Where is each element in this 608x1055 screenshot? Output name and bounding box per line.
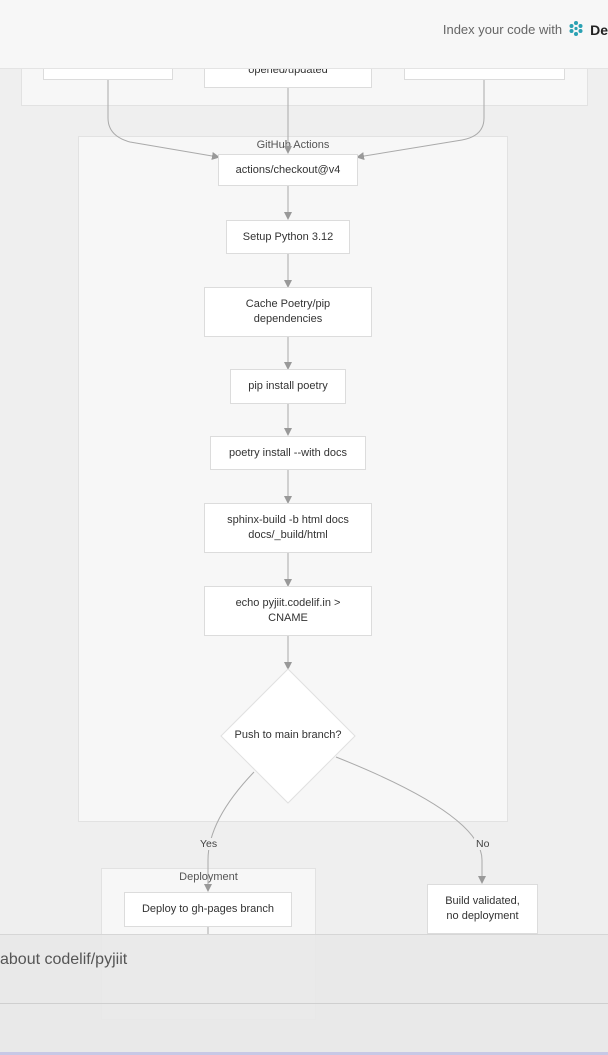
node-deploy-gh-pages-label: Deploy to gh-pages branch xyxy=(141,903,275,915)
node-setup-python: Setup Python 3.12 xyxy=(226,220,350,254)
node-pip-install: pip install poetry xyxy=(230,369,346,404)
node-poetry-install: poetry install --with docs xyxy=(210,436,366,470)
decision-diamond xyxy=(220,668,356,804)
node-setup-python-label: Setup Python 3.12 xyxy=(242,230,334,243)
devin-logo-icon xyxy=(568,20,584,39)
edge-label-no: No xyxy=(474,838,492,850)
ask-input-text[interactable]: about codelif/pyjiit xyxy=(0,951,128,968)
decision-label: Push to main branch? xyxy=(234,729,342,741)
github-actions-cluster-label: GitHub Actions xyxy=(256,139,330,151)
ask-panel[interactable]: about codelif/pyjiit xyxy=(0,934,608,1055)
node-sphinx-build: sphinx-build -b html docs docs/_build/ht… xyxy=(204,503,372,553)
edge-right-to-checkout xyxy=(356,80,485,160)
node-checkout-label: actions/checkout@v4 xyxy=(235,163,341,176)
edge-label-yes: Yes xyxy=(198,838,220,850)
node-poetry-install-label: poetry install --with docs xyxy=(229,446,347,459)
node-cache-deps-line2: dependencies xyxy=(253,313,323,325)
index-code-text: Index your code with xyxy=(442,22,563,37)
node-build-validated-line1: Build validated, xyxy=(445,895,520,907)
node-sphinx-build-line1: sphinx-build -b html docs xyxy=(227,514,349,526)
node-echo-cname-line2: CNAME xyxy=(268,612,308,624)
top-bar: Index your code with De xyxy=(0,0,608,69)
node-echo-cname: echo pyjiit.codelif.in > CNAME xyxy=(204,586,372,636)
node-build-validated-line2: no deployment xyxy=(446,910,519,922)
node-sphinx-build-line2: docs/_build/html xyxy=(248,529,328,541)
node-build-validated: Build validated, no deployment xyxy=(427,884,538,934)
node-pip-install-label: pip install poetry xyxy=(248,380,328,392)
node-cache-deps: Cache Poetry/pip dependencies xyxy=(204,287,372,337)
node-checkout: actions/checkout@v4 xyxy=(218,154,358,186)
node-deploy-gh-pages: Deploy to gh-pages branch xyxy=(124,892,292,927)
node-echo-cname-line1: echo pyjiit.codelif.in > xyxy=(235,597,341,609)
brand-name: De xyxy=(590,21,608,38)
ask-panel-divider xyxy=(0,1003,608,1004)
node-cache-deps-line1: Cache Poetry/pip xyxy=(245,298,331,310)
edge-left-to-checkout xyxy=(107,80,220,160)
edge-decision-no xyxy=(335,756,486,884)
index-code-link[interactable]: Index your code with De xyxy=(443,20,608,39)
edge-decision-yes xyxy=(204,771,255,892)
